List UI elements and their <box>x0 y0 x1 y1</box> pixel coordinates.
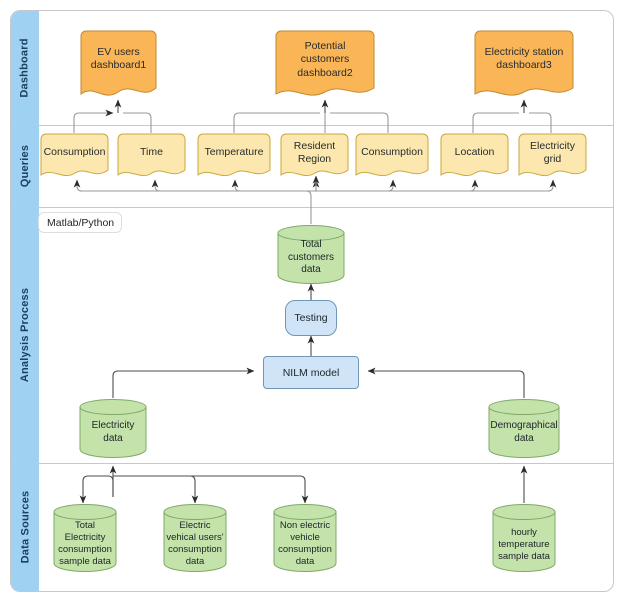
process-testing[interactable]: Testing <box>285 300 337 336</box>
cylinder-shape <box>492 504 556 572</box>
annotation-label: Matlab/Python <box>47 216 115 229</box>
dashboard-label: EV users dashboard1 <box>90 46 147 72</box>
query-node-temperature[interactable]: Temperature <box>197 133 271 180</box>
lane-label-dashboard: Dashboard <box>19 38 32 98</box>
lane-queries: Queries <box>11 125 39 207</box>
lane-divider-3 <box>11 463 613 464</box>
database-total-electricity-consumption-sample-data[interactable]: Total Electricity consumption sample dat… <box>53 503 117 572</box>
cylinder-shape <box>488 399 560 458</box>
query-label: Electricity grid <box>530 140 575 166</box>
lane-data-sources: Data Sources <box>11 463 39 591</box>
process-label: NILM model <box>282 366 340 379</box>
database-label: Total customers data <box>287 239 335 275</box>
document-shape <box>117 133 186 177</box>
database-electric-vehical-users-consumption-data[interactable]: Electric vehical users' consumption data <box>163 503 227 572</box>
database-label: Non electric vehicle consumption data <box>278 520 332 567</box>
cylinder-shape <box>53 504 117 572</box>
query-node-consumption-2[interactable]: Consumption <box>355 133 429 180</box>
lane-divider-1 <box>11 125 613 126</box>
lane-label-queries: Queries <box>19 144 31 188</box>
cylinder-shape <box>163 504 227 572</box>
database-demographical-data[interactable]: Demographical data <box>488 398 560 458</box>
document-shape <box>40 133 109 177</box>
database-label: Electricity data <box>91 420 135 444</box>
database-hourly-temperature-sample-data[interactable]: hourly temperature sample data <box>492 503 556 572</box>
cylinder-shape <box>79 399 147 458</box>
lane-divider-2 <box>11 207 613 208</box>
document-shape <box>518 133 587 177</box>
database-electricity-data[interactable]: Electricity data <box>79 398 147 458</box>
document-shape <box>275 30 375 96</box>
database-non-electric-vehicle-consumption-data[interactable]: Non electric vehicle consumption data <box>273 503 337 572</box>
process-nilm-model[interactable]: NILM model <box>263 356 359 389</box>
database-label: hourly temperature sample data <box>498 527 550 562</box>
dashboard-node-dashboard2[interactable]: Potential customers dashboard2 <box>275 30 375 100</box>
query-node-resident-region[interactable]: Resident Region <box>280 133 349 180</box>
document-shape <box>355 133 429 177</box>
query-label: Resident Region <box>293 140 336 166</box>
database-label: Electric vehical users' consumption data <box>166 520 224 567</box>
dashboard-node-dashboard3[interactable]: Electricity station dashboard3 <box>474 30 574 100</box>
annotation-matlab-python: Matlab/Python <box>38 212 122 233</box>
document-shape <box>197 133 271 177</box>
query-node-location[interactable]: Location <box>440 133 509 180</box>
document-shape <box>80 30 157 96</box>
document-shape <box>474 30 574 96</box>
query-label: Location <box>454 146 495 158</box>
database-label: Demographical data <box>490 420 558 444</box>
query-node-electricity-grid[interactable]: Electricity grid <box>518 133 587 180</box>
database-label: Total Electricity consumption sample dat… <box>58 520 112 567</box>
query-node-consumption-1[interactable]: Consumption <box>40 133 109 180</box>
query-label: Consumption <box>361 146 423 158</box>
lane-analysis-process: Analysis Process <box>11 207 39 463</box>
lane-label-analysis-process: Analysis Process <box>19 287 31 383</box>
process-label: Testing <box>294 312 328 324</box>
lane-dashboard: Dashboard <box>11 11 39 125</box>
query-label: Consumption <box>43 146 106 158</box>
query-label: Time <box>140 146 163 158</box>
cylinder-shape <box>277 225 345 284</box>
query-label: Temperature <box>204 146 264 158</box>
dashboard-label: Electricity station dashboard3 <box>484 46 564 72</box>
dashboard-label: Potential customers dashboard2 <box>297 40 353 79</box>
cylinder-shape <box>273 504 337 572</box>
dashboard-node-dashboard1[interactable]: EV users dashboard1 <box>80 30 157 100</box>
lane-label-data-sources: Data Sources <box>19 490 31 564</box>
document-shape <box>440 133 509 177</box>
document-shape <box>280 133 349 177</box>
query-node-time[interactable]: Time <box>117 133 186 180</box>
database-total-customers-data[interactable]: Total customers data <box>277 224 345 284</box>
